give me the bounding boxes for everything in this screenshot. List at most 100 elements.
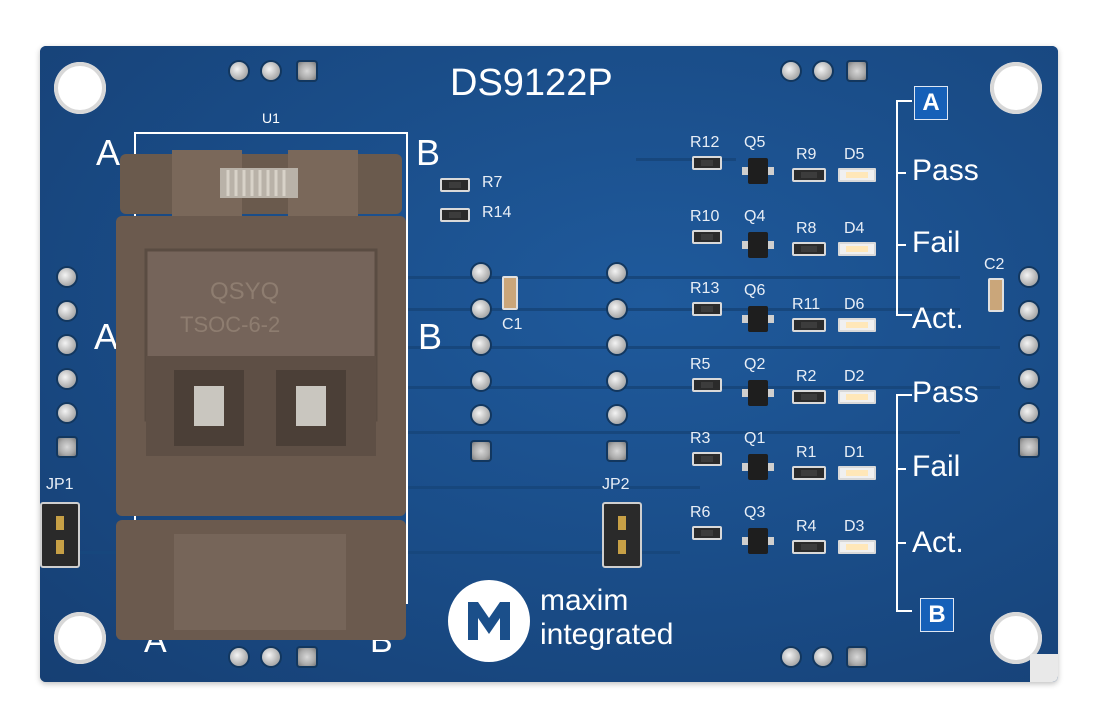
led-label: D3 bbox=[844, 518, 865, 535]
bracket-tick bbox=[896, 542, 906, 544]
header-pad bbox=[472, 406, 490, 424]
resistor-label: R8 bbox=[796, 220, 817, 237]
bracket bbox=[896, 100, 898, 316]
resistor-label: R12 bbox=[690, 134, 720, 151]
bracket-tick bbox=[896, 610, 912, 612]
trace bbox=[400, 308, 960, 311]
capacitor bbox=[988, 278, 1004, 312]
transistor bbox=[742, 380, 774, 406]
resistor bbox=[692, 452, 722, 466]
led-label: D4 bbox=[844, 220, 865, 237]
header-pad bbox=[58, 370, 76, 388]
mounting-hole bbox=[54, 612, 106, 664]
header-pad bbox=[1020, 438, 1038, 456]
resistor-label: R2 bbox=[796, 368, 817, 385]
bracket-tick bbox=[896, 100, 912, 102]
header-pad bbox=[608, 406, 626, 424]
transistor bbox=[742, 454, 774, 480]
header-pad bbox=[58, 302, 76, 320]
header-pad bbox=[814, 648, 832, 666]
status-b-pass: Pass bbox=[912, 376, 979, 409]
resistor bbox=[792, 390, 826, 404]
transistor-label: Q5 bbox=[744, 134, 766, 151]
bracket-tick bbox=[896, 468, 906, 470]
bracket-tick bbox=[896, 314, 912, 316]
header-pad bbox=[1020, 404, 1038, 422]
transistor-label: Q6 bbox=[744, 282, 766, 299]
header-pad bbox=[608, 442, 626, 460]
resistor bbox=[792, 318, 826, 332]
transistor bbox=[742, 232, 774, 258]
resistor-label: R5 bbox=[690, 356, 711, 373]
side-a-label: A bbox=[96, 132, 121, 173]
header-pad bbox=[608, 264, 626, 282]
header-pad bbox=[848, 648, 866, 666]
header-pad bbox=[608, 336, 626, 354]
resistor bbox=[692, 526, 722, 540]
status-b-act: Act. bbox=[912, 526, 964, 559]
resistor-label: R9 bbox=[796, 146, 817, 163]
transistor bbox=[742, 306, 774, 332]
status-b-fail: Fail bbox=[912, 450, 961, 483]
resistor bbox=[792, 242, 826, 256]
led bbox=[838, 466, 876, 480]
header-pad bbox=[262, 62, 280, 80]
resistor-label: R3 bbox=[690, 430, 711, 447]
bracket-tick bbox=[896, 394, 912, 396]
trace bbox=[400, 276, 960, 279]
resistor-label: R1 bbox=[796, 444, 817, 461]
resistor-label: R4 bbox=[796, 518, 817, 535]
resistor-label: R14 bbox=[482, 204, 512, 221]
header-pad bbox=[814, 62, 832, 80]
led bbox=[838, 540, 876, 554]
header-pad bbox=[230, 648, 248, 666]
logo-text-maxim: maxim bbox=[540, 584, 629, 617]
led-label: D6 bbox=[844, 296, 865, 313]
resistor bbox=[692, 230, 722, 244]
led-label: D2 bbox=[844, 368, 865, 385]
transistor-label: Q2 bbox=[744, 356, 766, 373]
resistor bbox=[692, 156, 722, 170]
header-pad bbox=[58, 404, 76, 422]
header-pad bbox=[782, 648, 800, 666]
pcb-board: DS9122P U1 A B A B A B bbox=[40, 46, 1058, 682]
side-a-label: A bbox=[94, 316, 119, 357]
header-pad bbox=[230, 62, 248, 80]
led bbox=[838, 168, 876, 182]
status-a-fail: Fail bbox=[912, 226, 961, 259]
resistor-label: R6 bbox=[690, 504, 711, 521]
jumper[interactable] bbox=[40, 502, 80, 568]
resistor bbox=[440, 208, 470, 222]
header-pad bbox=[1020, 336, 1038, 354]
transistor bbox=[742, 528, 774, 554]
header-pad bbox=[298, 62, 316, 80]
bracket-tick bbox=[896, 172, 906, 174]
resistor bbox=[792, 466, 826, 480]
maxim-logo-mark bbox=[468, 602, 510, 640]
maxim-logo bbox=[448, 580, 530, 662]
led-label: D5 bbox=[844, 146, 865, 163]
header-pad bbox=[608, 372, 626, 390]
jumper[interactable] bbox=[602, 502, 642, 568]
resistor bbox=[692, 378, 722, 392]
socket-label: U1 bbox=[262, 110, 280, 126]
header-pad bbox=[262, 648, 280, 666]
header-pad bbox=[1020, 370, 1038, 388]
status-a-pass: Pass bbox=[912, 154, 979, 187]
resistor-label: R13 bbox=[690, 280, 720, 297]
capacitor-label: C2 bbox=[984, 256, 1005, 273]
resistor-label: R7 bbox=[482, 174, 503, 191]
header-pad bbox=[58, 438, 76, 456]
capacitor bbox=[502, 276, 518, 310]
test-socket bbox=[116, 150, 406, 640]
trace bbox=[400, 431, 960, 434]
resistor bbox=[440, 178, 470, 192]
mounting-hole bbox=[54, 62, 106, 114]
channel-b-badge: B bbox=[920, 598, 954, 632]
header-pad bbox=[58, 268, 76, 286]
logo-text-integrated: integrated bbox=[540, 618, 674, 651]
led-label: D1 bbox=[844, 444, 865, 461]
bracket bbox=[896, 394, 898, 612]
header-pad bbox=[1020, 302, 1038, 320]
resistor-label: R11 bbox=[792, 296, 821, 313]
